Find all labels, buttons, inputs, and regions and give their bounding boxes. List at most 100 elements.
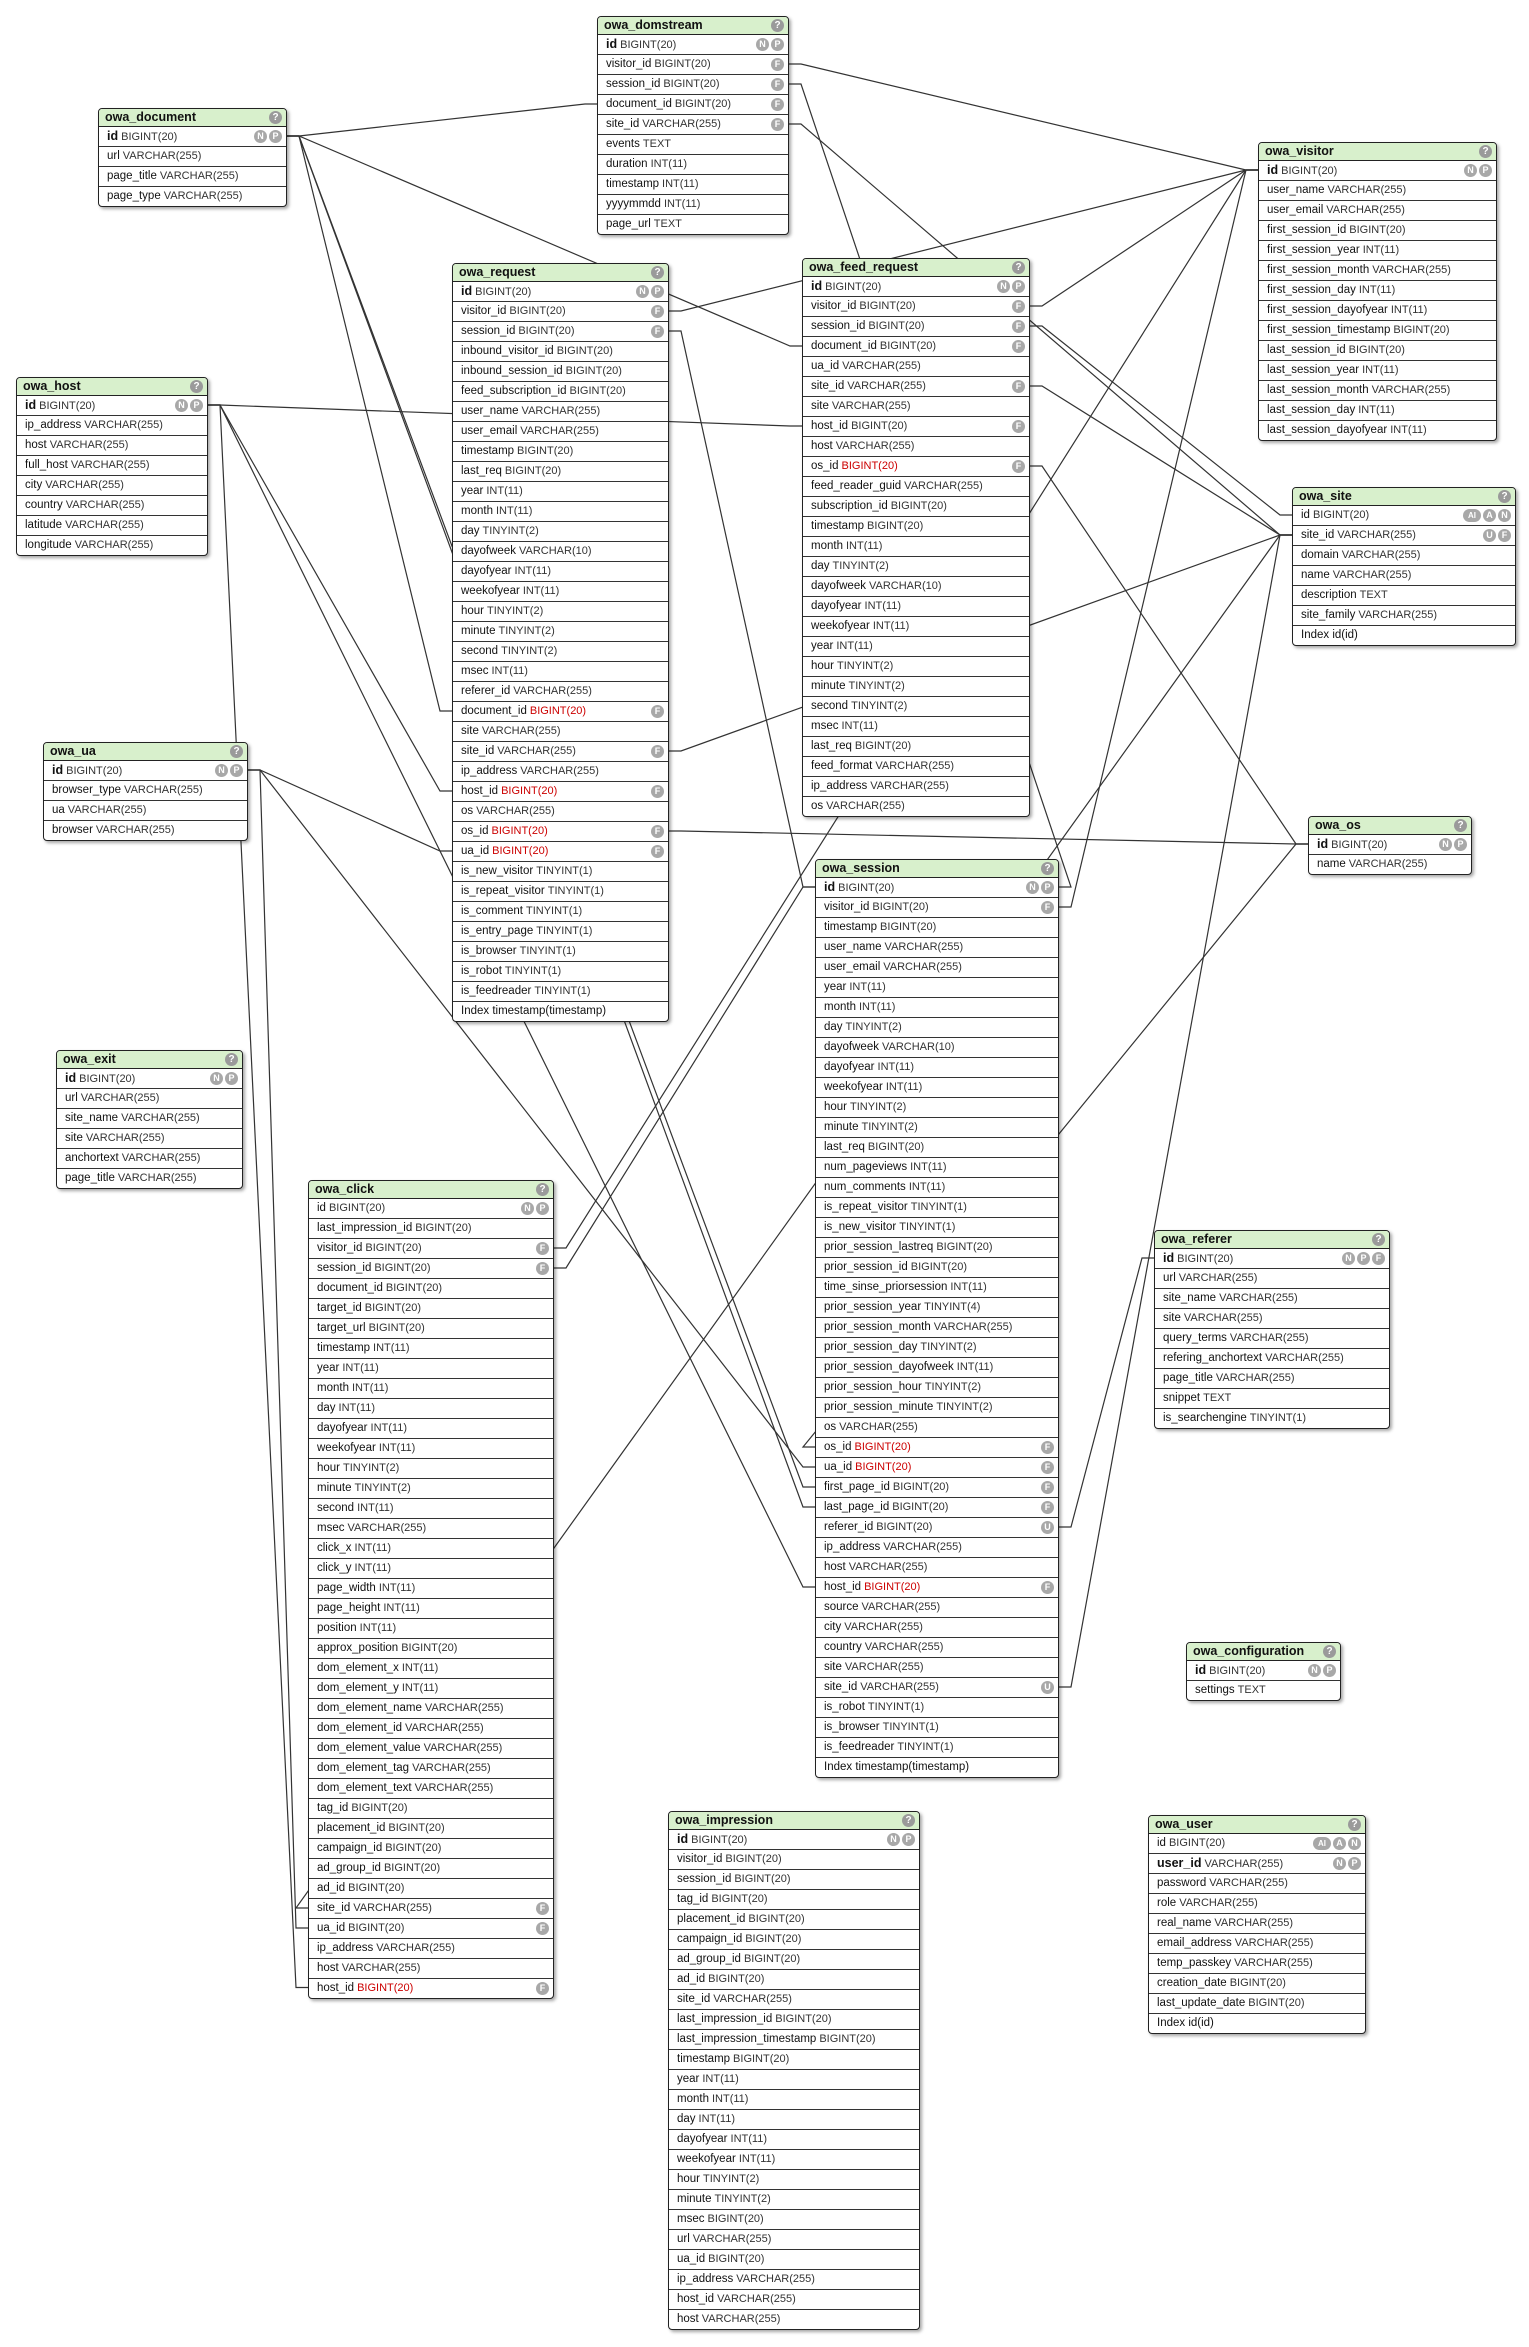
table-title[interactable]: owa_site? xyxy=(1293,488,1515,506)
help-icon[interactable]: ? xyxy=(190,380,203,393)
column-row[interactable]: Index timestamp(timestamp) xyxy=(816,1758,1058,1777)
table-title[interactable]: owa_impression? xyxy=(669,1812,919,1830)
column-row[interactable]: Index id(id) xyxy=(1149,2014,1365,2033)
help-icon[interactable]: ? xyxy=(1372,1233,1385,1246)
table-title[interactable]: owa_user? xyxy=(1149,1816,1365,1834)
help-icon[interactable]: ? xyxy=(1323,1645,1336,1658)
table-title[interactable]: owa_ua? xyxy=(44,743,247,761)
help-icon[interactable]: ? xyxy=(1041,862,1054,875)
table-title[interactable]: owa_referer? xyxy=(1155,1231,1389,1249)
help-icon[interactable]: ? xyxy=(902,1814,915,1827)
table-title[interactable]: owa_visitor? xyxy=(1259,143,1496,161)
table-title[interactable]: owa_feed_request? xyxy=(803,259,1029,277)
help-icon[interactable]: ? xyxy=(771,19,784,32)
